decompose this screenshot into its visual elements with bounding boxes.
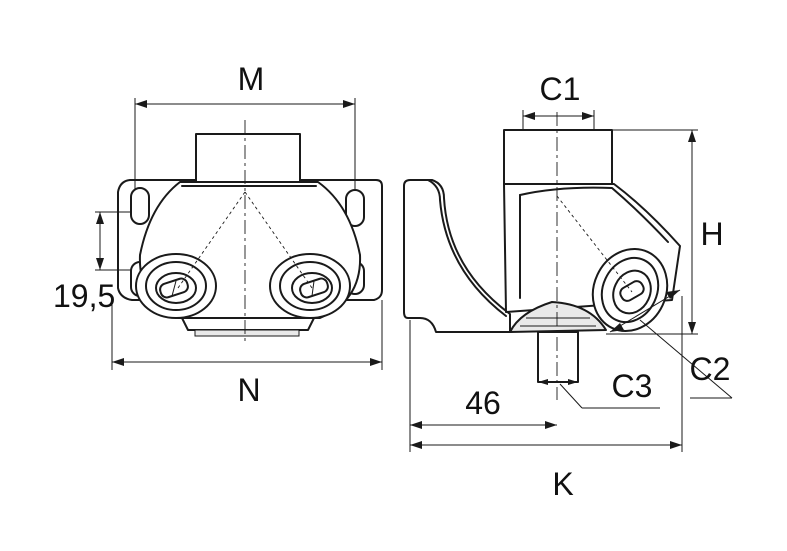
side-view	[403, 112, 681, 400]
label-h: H	[700, 216, 723, 252]
dimension-n	[111, 300, 383, 370]
front-view	[117, 120, 383, 345]
label-m: M	[238, 61, 265, 97]
dimension-c3	[538, 379, 660, 409]
dimension-c1	[522, 110, 595, 130]
label-46: 46	[465, 385, 501, 421]
label-c2: C2	[690, 351, 731, 387]
label-c3: C3	[612, 368, 653, 404]
dimension-46	[409, 320, 557, 452]
label-n: N	[237, 372, 260, 408]
label-c1: C1	[540, 71, 581, 107]
label-19-5: 19,5	[53, 278, 115, 314]
label-k: K	[552, 466, 573, 502]
dimension-k	[410, 296, 683, 452]
dimension-h	[606, 129, 698, 335]
dimension-c2	[609, 289, 733, 399]
dimension-19-5	[95, 211, 132, 271]
dimension-m	[134, 98, 356, 190]
